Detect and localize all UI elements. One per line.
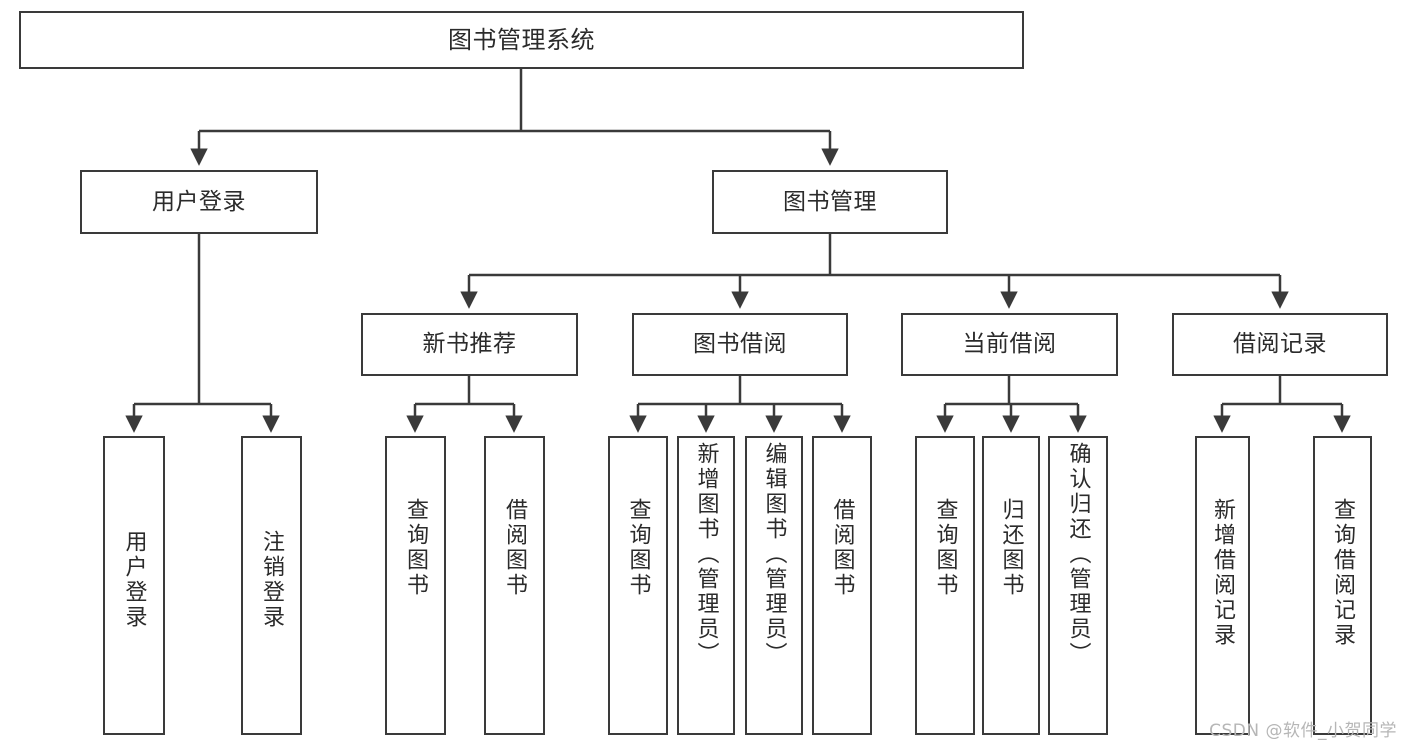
node-leaf-logout[interactable]: 注销登录 bbox=[241, 436, 302, 735]
node-leaf-add-borrow-record[interactable]: 新增借阅记录 bbox=[1195, 436, 1250, 735]
node-label: 新增借阅记录 bbox=[1210, 498, 1236, 648]
node-leaf-query-book-borrow[interactable]: 查询图书 bbox=[608, 436, 668, 735]
node-book-borrow[interactable]: 图书借阅 bbox=[632, 313, 848, 376]
node-label: 查询图书 bbox=[403, 498, 429, 598]
node-current-borrow[interactable]: 当前借阅 bbox=[901, 313, 1118, 376]
node-leaf-user-login[interactable]: 用户登录 bbox=[103, 436, 165, 735]
node-leaf-query-book-newbook[interactable]: 查询图书 bbox=[385, 436, 446, 735]
node-label: 借阅图书 bbox=[502, 498, 528, 598]
node-label: 图书管理系统 bbox=[448, 26, 595, 54]
node-leaf-add-book-admin[interactable]: 新增图书（管理员） bbox=[677, 436, 735, 735]
node-root-system[interactable]: 图书管理系统 bbox=[19, 11, 1024, 69]
node-leaf-return-book[interactable]: 归还图书 bbox=[982, 436, 1040, 735]
node-leaf-query-book-current[interactable]: 查询图书 bbox=[915, 436, 975, 735]
node-label: 新书推荐 bbox=[422, 331, 517, 358]
node-label: 编辑图书（管理员） bbox=[761, 442, 787, 667]
node-leaf-borrow-book[interactable]: 借阅图书 bbox=[812, 436, 872, 735]
node-label: 确认归还（管理员） bbox=[1065, 442, 1091, 667]
node-label: 图书借阅 bbox=[693, 331, 787, 358]
node-new-book-recommend[interactable]: 新书推荐 bbox=[361, 313, 578, 376]
node-label: 用户登录 bbox=[152, 188, 246, 215]
node-leaf-confirm-return-admin[interactable]: 确认归还（管理员） bbox=[1048, 436, 1108, 735]
node-label: 用户登录 bbox=[121, 530, 147, 630]
node-borrow-record[interactable]: 借阅记录 bbox=[1172, 313, 1388, 376]
node-label: 新增图书（管理员） bbox=[693, 442, 719, 667]
node-leaf-borrow-book-newbook[interactable]: 借阅图书 bbox=[484, 436, 545, 735]
node-label: 查询图书 bbox=[625, 498, 651, 598]
node-leaf-edit-book-admin[interactable]: 编辑图书（管理员） bbox=[745, 436, 803, 735]
node-label: 查询借阅记录 bbox=[1330, 498, 1356, 648]
node-label: 归还图书 bbox=[998, 498, 1024, 598]
node-label: 借阅记录 bbox=[1233, 331, 1327, 358]
node-label: 注销登录 bbox=[259, 530, 285, 630]
node-label: 当前借阅 bbox=[962, 331, 1057, 358]
node-leaf-query-borrow-record[interactable]: 查询借阅记录 bbox=[1313, 436, 1372, 735]
node-book-management[interactable]: 图书管理 bbox=[712, 170, 948, 234]
node-user-login[interactable]: 用户登录 bbox=[80, 170, 318, 234]
node-label: 借阅图书 bbox=[829, 498, 855, 598]
node-label: 图书管理 bbox=[783, 188, 877, 215]
csdn-watermark: CSDN @软件_小贺同学 bbox=[1209, 721, 1397, 741]
node-label: 查询图书 bbox=[932, 498, 958, 598]
